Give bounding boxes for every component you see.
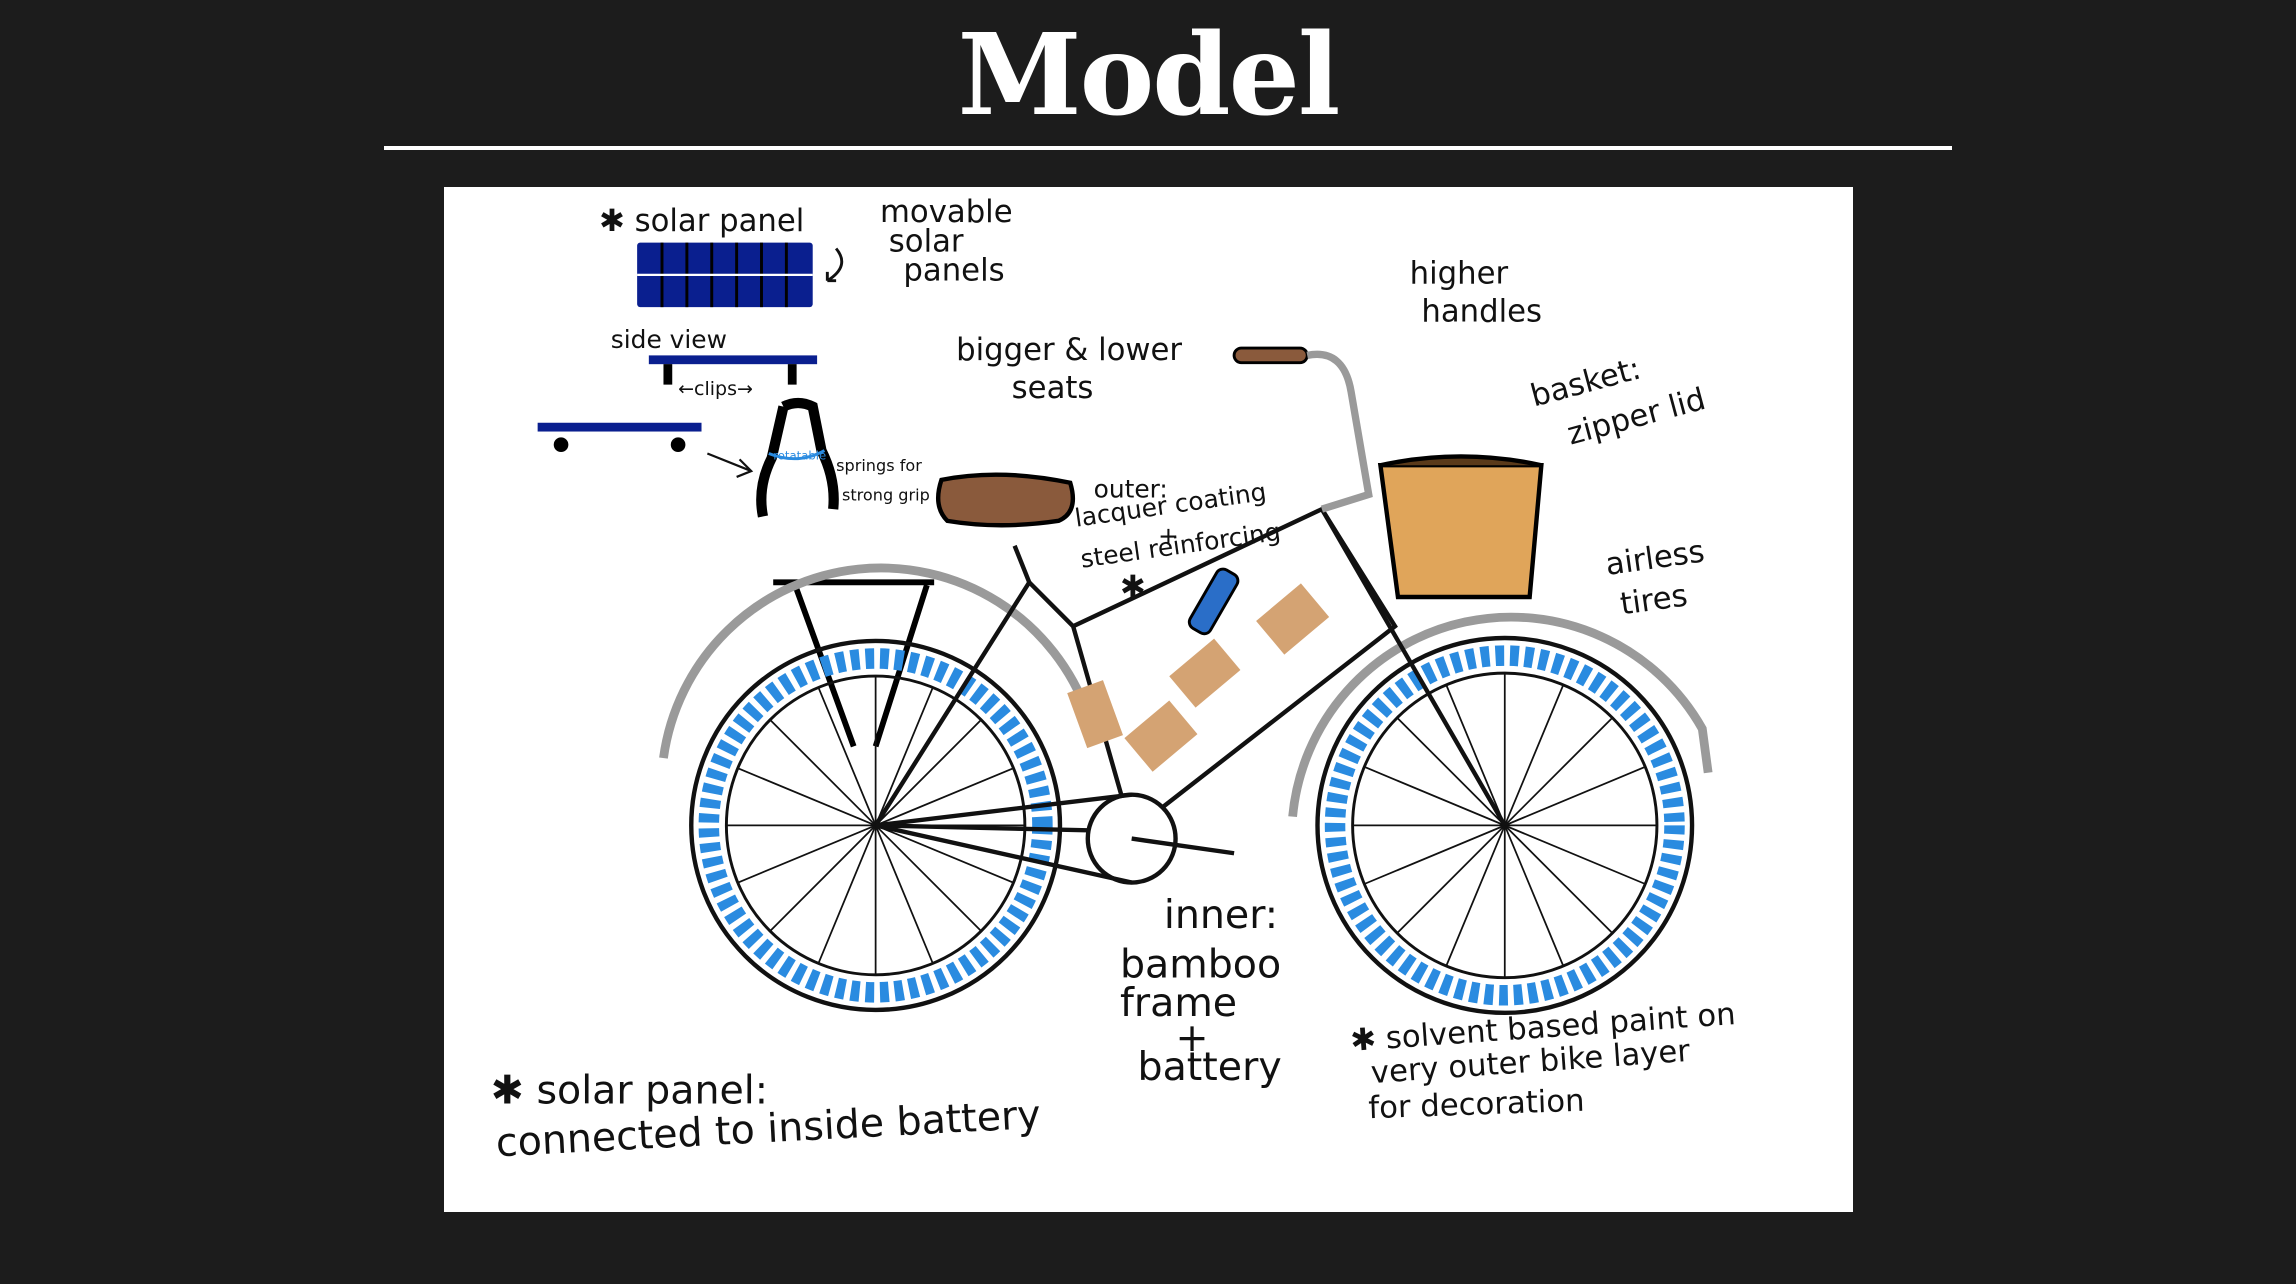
annotation-text: ✱ solar panel: [491, 1068, 768, 1114]
annotation-text: movable [880, 194, 1013, 230]
seat [935, 472, 1075, 528]
chainring [1085, 792, 1178, 885]
annotation-text: tires [1618, 577, 1690, 622]
annotation-text: solar [889, 223, 964, 259]
annotation-text: + [1158, 521, 1179, 550]
basket [1377, 463, 1544, 600]
annotation-text: rotatable [773, 448, 826, 462]
annotation-text: frame [1120, 980, 1237, 1026]
solar-panel-top-view [637, 242, 844, 308]
annotation-text: higher [1410, 256, 1509, 292]
water-bottle [1187, 567, 1240, 636]
bike-model-sketch: ✱ solar panel movable solar panels side … [444, 187, 1853, 1212]
handlebar [1306, 350, 1373, 513]
front-wheel [1315, 635, 1695, 1016]
slide-title: Model [957, 10, 1341, 141]
bike-drawing: ✱ solar panel movable solar panels side … [491, 194, 1737, 1166]
annotation-text: handles [1421, 294, 1542, 330]
annotation-text: outer: [1094, 474, 1168, 503]
label-solar-panel: ✱ solar panel [599, 203, 804, 239]
annotation-text: springs for [836, 456, 922, 475]
bamboo-wraps [1067, 583, 1330, 772]
annotation-text: panels [903, 253, 1004, 289]
annotation-text: side view [611, 325, 727, 354]
handlebar-grip [1232, 346, 1309, 365]
front-fender [1288, 612, 1713, 818]
bike-frame [873, 506, 1507, 834]
annotation-text: ←clips→ [678, 378, 753, 400]
annotation-text: strong grip [842, 485, 930, 504]
annotation-text: battery [1138, 1044, 1282, 1090]
annotation-text: seats [1012, 370, 1094, 406]
annotation-text: airless [1603, 533, 1706, 583]
solar-panel-side-view [537, 355, 839, 518]
annotation-text: inner: [1164, 892, 1278, 938]
title-divider [384, 146, 1952, 150]
annotation-text: bamboo [1120, 942, 1281, 988]
annotation-text: + [1176, 1015, 1209, 1061]
annotation-text: for decoration [1368, 1083, 1585, 1127]
rear-fender [659, 563, 1092, 759]
annotation-text: ✱ [1120, 569, 1146, 605]
annotation-text: bigger & lower [956, 332, 1182, 368]
